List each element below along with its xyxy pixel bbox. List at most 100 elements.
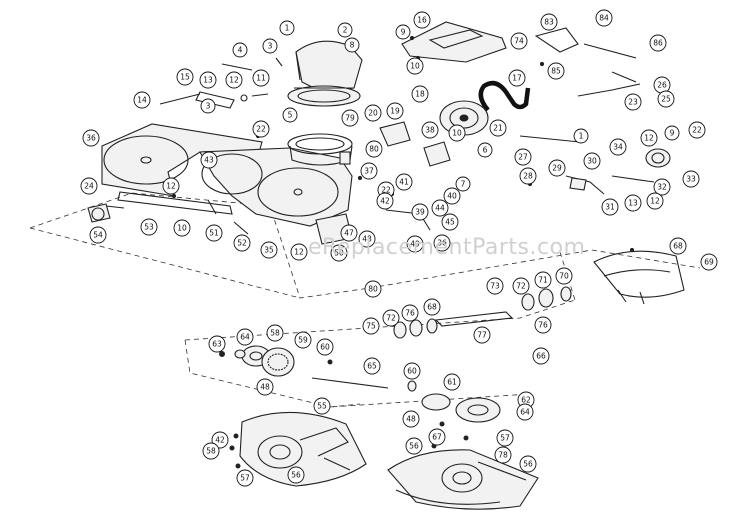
callout-68: 68 [423,298,441,316]
callout-label: 4 [238,46,243,55]
callout-label: 72 [386,314,396,323]
callout-label: 10 [177,224,187,233]
callout-64: 64 [516,403,534,421]
callout-label: 30 [587,157,597,166]
callout-43: 43 [200,151,218,169]
callout-16: 16 [413,11,431,29]
callout-59: 59 [294,331,312,349]
callout-60: 60 [316,338,334,356]
callout-76: 76 [534,316,552,334]
callout-3: 3 [200,98,216,114]
callout-label: 28 [523,172,533,181]
callout-label: 5 [288,111,293,120]
callout-48: 48 [358,230,376,248]
callout-5: 5 [282,107,298,123]
callout-61: 61 [443,373,461,391]
callout-42: 42 [211,431,229,449]
callout-24: 24 [80,177,98,195]
callout-label: 27 [518,153,528,162]
callout-label: 18 [415,90,425,99]
callout-label: 40 [447,192,457,201]
callout-38: 38 [421,121,439,139]
callout-76: 76 [401,304,419,322]
callout-label: 80 [369,145,379,154]
callout-label: 55 [317,402,327,411]
callout-label: 3 [206,102,211,111]
callout-label: 8 [350,41,355,50]
callout-84: 84 [595,9,613,27]
upper-hardware [87,27,655,245]
callout-label: 75 [366,322,376,331]
callout-66: 66 [532,347,550,365]
callout-8: 8 [344,37,360,53]
callout-32: 32 [653,178,671,196]
callout-label: 78 [498,451,508,460]
callout-label: 64 [240,333,250,342]
callout-label: 32 [657,183,667,192]
callout-12: 12 [290,243,308,261]
callout-1: 1 [573,128,589,144]
shaft-assembly [311,286,572,389]
callout-label: 22 [381,186,391,195]
callout-1: 1 [279,20,295,36]
callout-label: 86 [653,39,663,48]
callout-label: 76 [538,321,548,330]
callout-label: 6 [483,146,488,155]
callout-label: 14 [137,96,147,105]
callout-22: 22 [252,120,270,138]
callout-57: 57 [496,429,514,447]
callout-label: 9 [401,28,406,37]
callout-label: 21 [493,124,503,133]
callout-label: 1 [285,24,290,33]
lower-hub [407,380,501,423]
callout-label: 25 [661,95,671,104]
callout-label: 53 [144,223,154,232]
callout-label: 59 [298,336,308,345]
callout-7: 7 [455,176,471,192]
callout-label: 42 [215,436,225,445]
callout-86: 86 [649,34,667,52]
callout-label: 11 [256,74,266,83]
callout-label: 12 [644,134,654,143]
callout-label: 76 [405,309,415,318]
callout-label: 41 [399,178,409,187]
callout-label: 3 [268,42,273,51]
callout-label: 71 [538,276,548,285]
callout-label: 66 [536,352,546,361]
callout-78: 78 [494,446,512,464]
callout-label: 80 [368,285,378,294]
callout-72: 72 [382,309,400,327]
callout-label: 62 [521,396,531,405]
callout-3: 3 [262,38,278,54]
callout-label: 49 [410,240,420,249]
callout-65: 65 [363,357,381,375]
callout-label: 72 [516,282,526,291]
callout-label: 23 [628,98,638,107]
callout-28: 28 [519,167,537,185]
callout-label: 60 [407,367,417,376]
callout-label: 48 [362,235,372,244]
callout-80: 80 [365,140,383,158]
callout-40: 40 [443,187,461,205]
callout-label: 12 [166,182,176,191]
callout-73: 73 [486,277,504,295]
callout-55: 55 [313,397,331,415]
callout-57: 57 [236,469,254,487]
callout-60: 60 [403,362,421,380]
callout-69: 69 [700,253,718,271]
callout-label: 57 [240,474,250,483]
callout-label: 10 [452,129,462,138]
callout-label: 13 [628,199,638,208]
callout-label: 13 [203,76,213,85]
callout-56: 56 [287,466,305,484]
auger-housing [101,123,353,227]
callout-31: 31 [601,198,619,216]
callout-63: 63 [208,335,226,353]
callout-label: 43 [204,156,214,165]
callout-label: 22 [256,125,266,134]
callout-label: 44 [435,204,445,213]
callout-36: 36 [82,129,100,147]
callout-label: 65 [367,362,377,371]
callout-label: 83 [544,18,554,27]
callout-14: 14 [133,91,151,109]
